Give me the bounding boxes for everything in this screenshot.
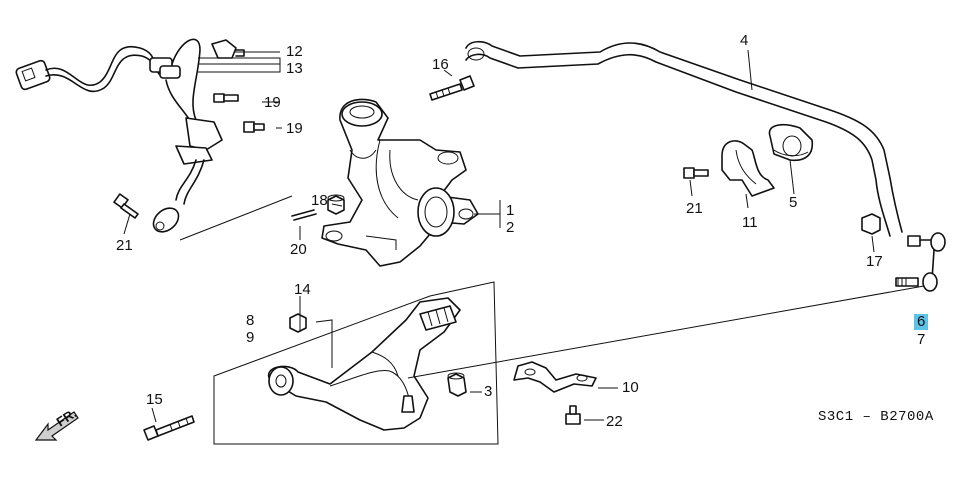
callout-11: 11 — [742, 214, 758, 231]
callout-7: 7 — [917, 331, 926, 348]
callout-20: 20 — [290, 241, 307, 258]
callout-12: 12 — [286, 43, 303, 60]
callout-17: 17 — [866, 253, 883, 270]
callout-21-right: 21 — [686, 200, 703, 217]
callout-18: 18 — [311, 192, 328, 209]
wheel-sensor-harness — [15, 38, 293, 241]
lower-arm — [143, 281, 925, 445]
callout-leaders — [123, 49, 875, 423]
callout-15: 15 — [146, 391, 163, 408]
callout-1: 1 — [506, 202, 515, 219]
callout-21-left: 21 — [116, 237, 133, 254]
steering-knuckle — [291, 98, 501, 267]
bracket-10 — [513, 361, 618, 425]
stabilizer-bar — [465, 40, 946, 292]
callout-16: 16 — [432, 56, 449, 73]
callout-4: 4 — [740, 32, 749, 49]
callout-19-upper: 19 — [264, 94, 281, 111]
callout-2: 2 — [506, 219, 515, 236]
callout-3: 3 — [484, 383, 493, 400]
catalog-code: S3C1 – B2700A — [818, 409, 934, 425]
callout-10: 10 — [622, 379, 639, 396]
callout-9: 9 — [246, 329, 255, 346]
front-arrow-icon — [34, 411, 79, 441]
callout-14: 14 — [294, 281, 311, 298]
bolt-16 — [429, 75, 475, 101]
callout-22: 22 — [606, 413, 623, 430]
callout-5: 5 — [789, 194, 798, 211]
callout-8: 8 — [246, 312, 255, 329]
callout-19-lower: 19 — [286, 120, 303, 137]
callout-13: 13 — [286, 60, 303, 77]
callout-6-highlighted: 6 — [914, 314, 929, 330]
